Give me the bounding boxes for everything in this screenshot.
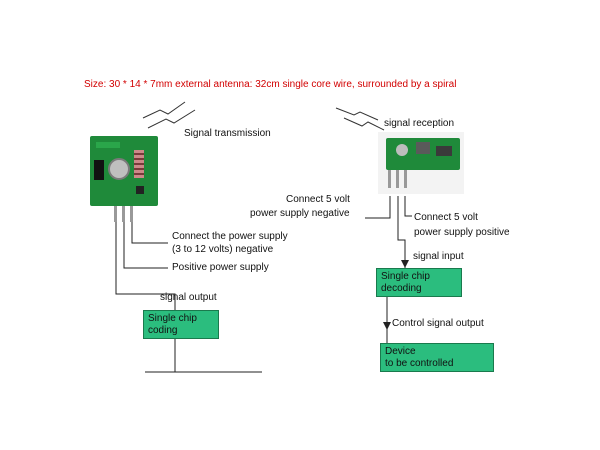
diagram-title: Size: 30 * 14 * 7mm external antenna: 32… (84, 79, 457, 90)
rx-negative-line (365, 196, 391, 219)
tx-negative-line (131, 222, 168, 244)
transmitter-crystal (108, 158, 130, 180)
single-chip-coding-box: Single chip coding (143, 310, 219, 339)
tx-pin-data (114, 206, 117, 222)
rx-pin-3 (404, 170, 407, 188)
rx-input-line (397, 196, 406, 268)
single-chip-decoding-box: Single chip decoding (376, 268, 462, 297)
transmitter-module (90, 136, 158, 206)
rx-control-label: Control signal output (392, 318, 484, 329)
rx-positive-label-1: Connect 5 volt (414, 212, 478, 223)
tx-pin-vcc (122, 206, 125, 222)
tx-output-label: signal output (160, 292, 217, 303)
rx-negative-label-1: Connect 5 volt (286, 194, 350, 205)
tx-pin-gnd (130, 206, 133, 222)
transmitter-antenna-coil (134, 150, 144, 178)
device-box-line1: Device (385, 346, 416, 357)
rx-pin-1 (388, 170, 391, 188)
coding-box-line1: Single chip (148, 313, 197, 324)
decoding-box-line1: Single chip (381, 271, 430, 282)
tx-signal-label: Signal transmission (184, 128, 271, 139)
rx-negative-label-2: power supply negative (250, 208, 350, 219)
rx-input-label: signal input (413, 251, 464, 262)
device-box-line2: to be controlled (385, 358, 454, 369)
receiver-module (386, 138, 460, 170)
tx-negative-label-2: (3 to 12 volts) negative (172, 244, 274, 255)
reception-arrows (335, 107, 385, 131)
device-box: Device to be controlled (380, 343, 494, 372)
tx-positive-label: Positive power supply (172, 262, 269, 273)
rx-input-arrow (401, 260, 409, 268)
tx-output-line (115, 222, 176, 310)
decoding-box-line2: decoding (381, 283, 422, 294)
rx-control-arrow (383, 322, 391, 330)
rx-signal-label: signal reception (384, 118, 455, 129)
rx-pin-2 (396, 170, 399, 188)
transmission-arrows (142, 101, 196, 129)
tx-positive-line (123, 222, 168, 269)
tx-negative-label-1: Connect the power supply (172, 231, 288, 242)
rx-positive-label-2: power supply positive (414, 227, 510, 238)
coding-box-line2: coding (148, 325, 178, 336)
rx-positive-line (404, 196, 412, 217)
